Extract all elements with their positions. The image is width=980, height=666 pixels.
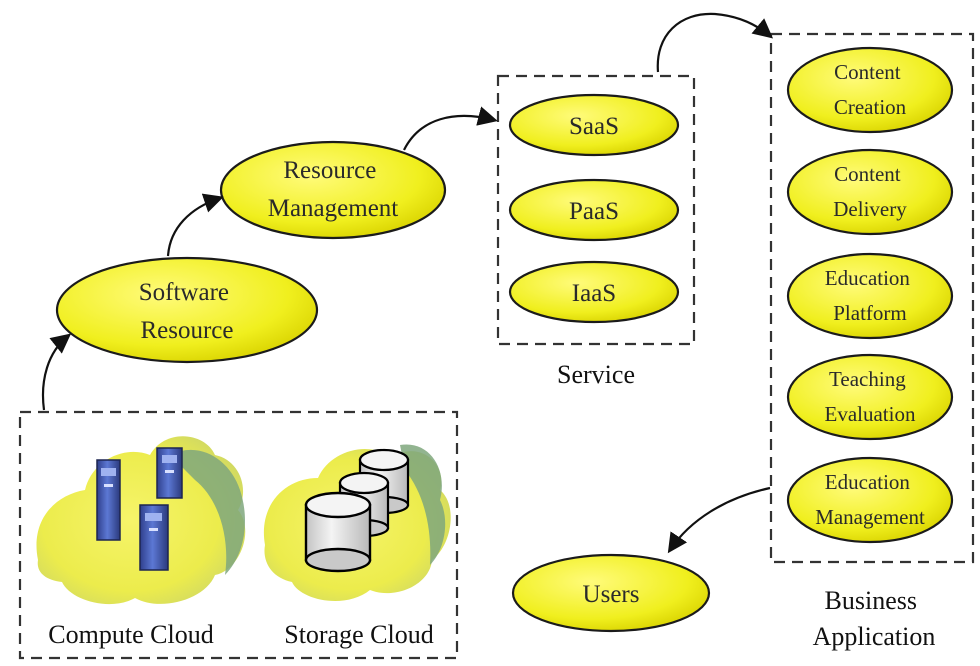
business-application-line1: Business — [825, 586, 917, 615]
paas-node — [508, 178, 680, 242]
teaching-evaluation-line1: Teaching — [829, 367, 906, 391]
resource-management-line1: Resource — [283, 157, 376, 184]
content-creation-line1: Content — [834, 60, 901, 84]
content-delivery-line2: Delivery — [833, 197, 907, 221]
education-platform-node — [786, 252, 954, 340]
content-creation-line2: Creation — [834, 95, 907, 119]
teaching-evaluation-line2: Evaluation — [825, 402, 916, 426]
education-management-label: Education Management — [815, 470, 925, 529]
server-icon — [156, 447, 183, 499]
business-application-line2: Application — [813, 622, 936, 651]
resource-management-line2: Management — [268, 195, 399, 222]
service-group-frame — [496, 74, 696, 346]
arrow-software-resource-to-resource-management — [166, 193, 224, 257]
software-resource-line2: Resource — [140, 317, 233, 344]
business-application-caption: Business Application — [813, 586, 936, 651]
education-management-node — [786, 456, 954, 544]
infrastructure-group-frame — [18, 410, 459, 660]
software-resource-line1: Software — [139, 279, 229, 306]
saas-node — [508, 93, 680, 157]
disk-icon — [304, 491, 372, 573]
software-resource-label: Software Resource — [139, 279, 236, 344]
resource-management-node — [219, 140, 447, 240]
arrow-service-to-business-application — [656, 12, 774, 73]
paas-label: PaaS — [569, 198, 619, 225]
education-platform-line1: Education — [825, 266, 911, 290]
storage-cloud-caption: Storage Cloud — [284, 620, 434, 649]
arrow-business-application-to-users — [667, 486, 771, 554]
resource-management-label: Resource Management — [268, 157, 399, 222]
teaching-evaluation-label: Teaching Evaluation — [825, 367, 916, 426]
iaas-label: IaaS — [572, 280, 616, 307]
arrow-resource-management-to-service — [403, 106, 498, 151]
content-creation-node — [786, 46, 954, 134]
users-label: Users — [583, 581, 640, 608]
content-delivery-node — [786, 148, 954, 236]
users-node — [511, 553, 711, 633]
software-resource-node — [55, 256, 319, 364]
service-caption: Service — [557, 360, 635, 389]
education-management-line1: Education — [825, 470, 911, 494]
education-platform-label: Education Platform — [825, 266, 915, 325]
saas-label: SaaS — [569, 113, 619, 140]
teaching-evaluation-node — [786, 353, 954, 441]
server-icon — [139, 504, 169, 571]
business-application-group-frame — [769, 32, 975, 564]
iaas-node — [508, 260, 680, 324]
education-management-line2: Management — [815, 505, 925, 529]
compute-cloud-caption: Compute Cloud — [48, 620, 213, 649]
server-icon — [96, 459, 121, 541]
content-delivery-line1: Content — [834, 162, 901, 186]
content-delivery-label: Content Delivery — [833, 162, 907, 221]
education-platform-line2: Platform — [833, 301, 907, 325]
content-creation-label: Content Creation — [834, 60, 907, 119]
arrow-infrastructure-to-software-resource — [41, 333, 72, 411]
